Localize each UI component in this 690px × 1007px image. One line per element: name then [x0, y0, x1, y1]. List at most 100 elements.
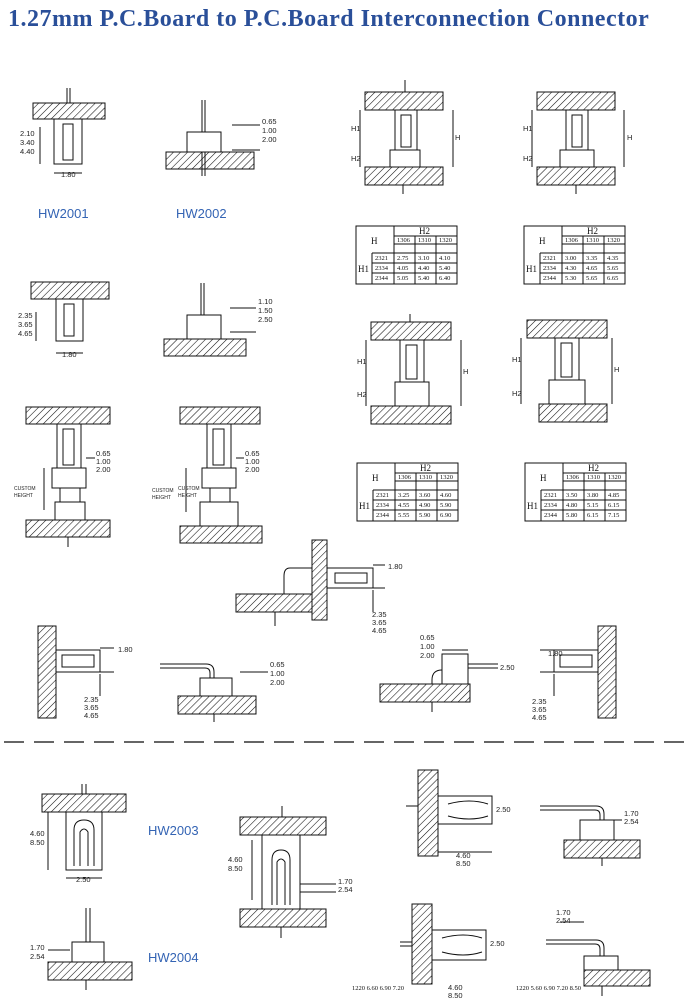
drawing-bent-pin-3: 1.70 2.54	[546, 908, 651, 996]
dim-2-00: 2.00	[270, 678, 285, 687]
table-cell: 4.35	[607, 255, 618, 262]
table-row-h1: 2321	[375, 255, 388, 262]
dim-2-50: 2.50	[490, 939, 505, 948]
table-cell: 4.90	[419, 502, 430, 509]
dim-2-50: 2.50	[500, 663, 515, 672]
dim-2-54: 2.54	[30, 952, 45, 961]
table-corner: H	[540, 473, 547, 483]
table-cell: 5.15	[587, 502, 598, 509]
dim-1-70: 1.70	[624, 809, 639, 818]
dim-1-80: 1.80	[388, 562, 403, 571]
table-cell: 3.10	[418, 255, 429, 262]
model-label-hw2001: HW2001	[38, 206, 89, 221]
table-cell: 4.85	[608, 492, 619, 499]
table-cell: 3.25	[398, 492, 409, 499]
drawing-hw2001-b: 2.35 3.65 4.65 1.80	[18, 281, 110, 359]
table-row-h1: 2334	[544, 502, 558, 509]
table-cell: 3.50	[566, 492, 577, 499]
table-cell: 3.80	[587, 492, 598, 499]
dim-1-00: 1.00	[245, 457, 260, 466]
model-label-hw2003: HW2003	[148, 823, 199, 838]
table-row-h1: 2321	[544, 492, 557, 499]
drawing-stack-1: H1 H2 H	[351, 80, 460, 194]
table-row-header: H1	[527, 501, 538, 511]
table-col: 1320	[607, 237, 620, 244]
dim-3-40: 3.40	[20, 138, 35, 147]
table-row-header: H1	[526, 264, 537, 274]
table-col: 1306	[566, 474, 580, 481]
dim-8-50: 8.50	[30, 838, 45, 847]
dim-4-60: 4.60	[228, 855, 243, 864]
label-h: H	[463, 367, 468, 376]
table-cell: 4.65	[586, 265, 597, 272]
table-cell: 4.40	[418, 265, 429, 272]
dim-3-65: 3.65	[372, 618, 387, 627]
dim-2-00: 2.00	[96, 465, 111, 474]
drawing-side-left: 1.80 2.35 3.65 4.65	[37, 625, 133, 720]
page-title: 1.27mm P.C.Board to P.C.Board Interconne…	[8, 6, 650, 32]
dim-1-10: 1.10	[258, 297, 273, 306]
dim-0-65: 0.65	[96, 449, 111, 458]
table-row-h1: 2334	[375, 265, 389, 272]
dim-2-35: 2.35	[372, 610, 387, 619]
drawing-hw2003-b: 4.60 8.50 1.70 2.54	[228, 806, 353, 938]
dim-2-00: 2.00	[420, 651, 435, 660]
dim-1-70: 1.70	[30, 943, 45, 952]
table-corner: H	[372, 473, 379, 483]
dim-0-65: 0.65	[262, 117, 277, 126]
dim-4-40: 4.40	[20, 147, 35, 156]
label-h: H	[627, 133, 632, 142]
dim-1-70: 1.70	[338, 877, 353, 886]
table-corner: H	[539, 236, 546, 246]
table-corner: H	[371, 236, 378, 246]
dim-4-65: 4.65	[532, 713, 547, 722]
drawing-custom-height-2: 0.65 1.00 2.00 CUSTOM HEIGHT CUSTOM HEIG…	[152, 406, 263, 544]
dim-1-50: 1.50	[258, 306, 273, 315]
label-h2: H2	[512, 389, 522, 398]
dim-2-00: 2.00	[245, 465, 260, 474]
bottom-row-right: 1220 5.60 6.90 7.20 8.50	[516, 985, 581, 992]
dim-3-65: 3.65	[84, 703, 99, 712]
table-cell: 6.40	[439, 275, 450, 282]
dim-2-50: 2.50	[496, 805, 511, 814]
dim-1-80: 1.80	[61, 170, 76, 179]
dim-2-10: 2.10	[20, 129, 35, 138]
label-h2: H2	[357, 390, 367, 399]
table-col: 1310	[586, 237, 599, 244]
label-height: HEIGHT	[14, 493, 33, 499]
drawing-bent-pin-2: 1.70 2.54	[540, 805, 641, 866]
table-row-h1: 2344	[375, 275, 389, 282]
table-col: 1306	[397, 237, 411, 244]
model-label-hw2002: HW2002	[176, 206, 227, 221]
label-custom: CUSTOM	[152, 488, 174, 494]
table-cell: 6.15	[608, 502, 619, 509]
table-row-h1: 2344	[376, 512, 390, 519]
table-col-header: H2	[419, 226, 430, 236]
drawing-custom-height-1: 0.65 1.00 2.00 CUSTOM HEIGHT	[14, 406, 111, 547]
table-2: H H2 H1 1306 1310 1320 2321 3.00 3.35 4.…	[523, 225, 626, 285]
drawing-hw2004: 1.70 2.54	[30, 908, 133, 990]
table-col: 1306	[398, 474, 412, 481]
dim-2-00: 2.00	[262, 135, 277, 144]
label-height: HEIGHT	[178, 493, 197, 499]
dim-8-50: 8.50	[456, 859, 471, 868]
label-h1: H1	[512, 355, 522, 364]
drawing-hw2002-b: 1.10 1.50 2.50	[163, 283, 273, 357]
table-cell: 3.00	[565, 255, 576, 262]
drawing-stack-2: H1 H2 H	[523, 91, 632, 194]
table-cell: 4.60	[440, 492, 451, 499]
label-h: H	[614, 365, 619, 374]
table-row-header: H1	[358, 264, 369, 274]
dim-1-80: 1.80	[548, 649, 563, 658]
table-cell: 3.60	[419, 492, 430, 499]
table-cell: 6.90	[440, 512, 451, 519]
table-cell: 5.40	[418, 275, 429, 282]
label-h: H	[455, 133, 460, 142]
dim-2-50: 2.50	[258, 315, 273, 324]
dim-2-54: 2.54	[624, 817, 639, 826]
drawing-right-angle-center: 1.80 2.35 3.65 4.65	[235, 539, 403, 635]
table-cell: 5.65	[586, 275, 597, 282]
table-cell: 5.80	[566, 512, 577, 519]
table-col: 1320	[608, 474, 621, 481]
drawing-horizontal-pin: 0.65 1.00 2.00 2.50	[379, 633, 515, 712]
